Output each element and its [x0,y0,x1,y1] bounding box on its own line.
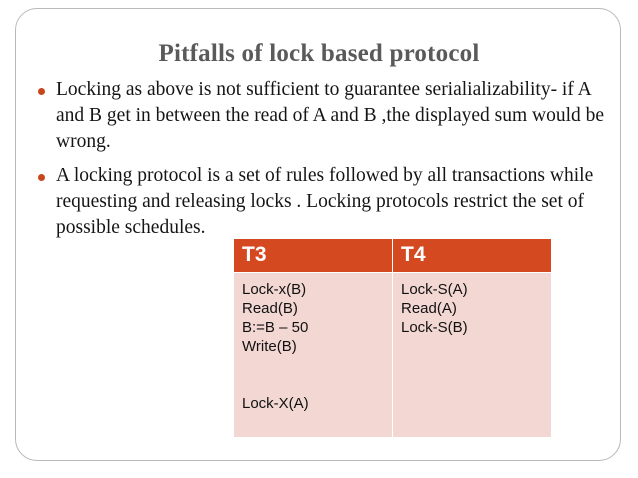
bullet-dot-icon [38,88,45,95]
page-title: Pitfalls of lock based protocol [158,40,480,67]
bullet-text: Locking as above is not sufficient to gu… [56,79,605,152]
cell-t3-operations: Lock-x(B) Read(B) B:=B – 50 Write(B) Loc… [233,272,393,438]
schedule-table: T3 T4 Lock-x(B) Read(B) B:=B – 50 Write(… [233,238,552,438]
list-item: Locking as above is not sufficient to gu… [30,77,616,155]
bullet-text: A locking protocol is a set of rules fol… [56,165,594,238]
column-header-t4: T4 [392,238,552,273]
column-header-t3: T3 [233,238,393,273]
cell-t4-operations: Lock-S(A) Read(A) Lock-S(B) [392,272,552,438]
bullet-list: Locking as above is not sufficient to gu… [30,77,616,249]
table-header-row: T3 T4 [233,238,552,273]
table-row: Lock-x(B) Read(B) B:=B – 50 Write(B) Loc… [233,272,552,438]
bullet-dot-icon [38,174,45,181]
slide-frame: Pitfalls of lock based protocol Locking … [15,8,621,461]
list-item: A locking protocol is a set of rules fol… [30,163,616,241]
